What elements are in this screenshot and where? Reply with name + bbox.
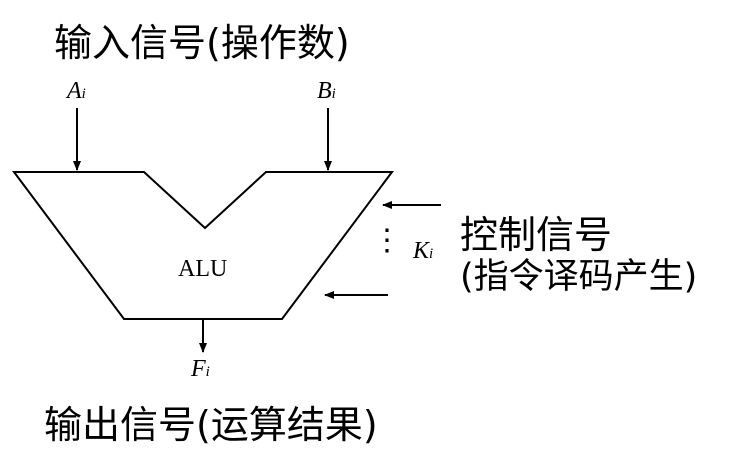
input-a-label: Ai bbox=[67, 78, 86, 105]
input-a-var: A bbox=[67, 78, 82, 104]
alu-label: ALU bbox=[178, 256, 228, 282]
input-b-var: B bbox=[317, 78, 332, 104]
alu-body bbox=[12, 171, 394, 320]
output-f-var: F bbox=[191, 356, 206, 382]
output-f-sub: i bbox=[205, 364, 210, 380]
input-b-label: Bi bbox=[317, 78, 336, 105]
control-k-var: K bbox=[413, 238, 430, 264]
control-signals-title: 控制信号 bbox=[460, 213, 613, 257]
control-signals-subtitle: (指令译码产生) bbox=[460, 257, 698, 297]
output-f-label: Fi bbox=[191, 356, 210, 383]
control-dots: ⋮ bbox=[372, 223, 402, 258]
input-b-sub: i bbox=[331, 86, 336, 102]
input-signals-title: 输入信号(操作数) bbox=[54, 21, 350, 65]
control-k-sub: i bbox=[429, 246, 434, 262]
output-signals-title: 输出信号(运算结果) bbox=[44, 403, 378, 447]
input-a-sub: i bbox=[81, 86, 86, 102]
control-k-label: Ki bbox=[413, 238, 433, 265]
